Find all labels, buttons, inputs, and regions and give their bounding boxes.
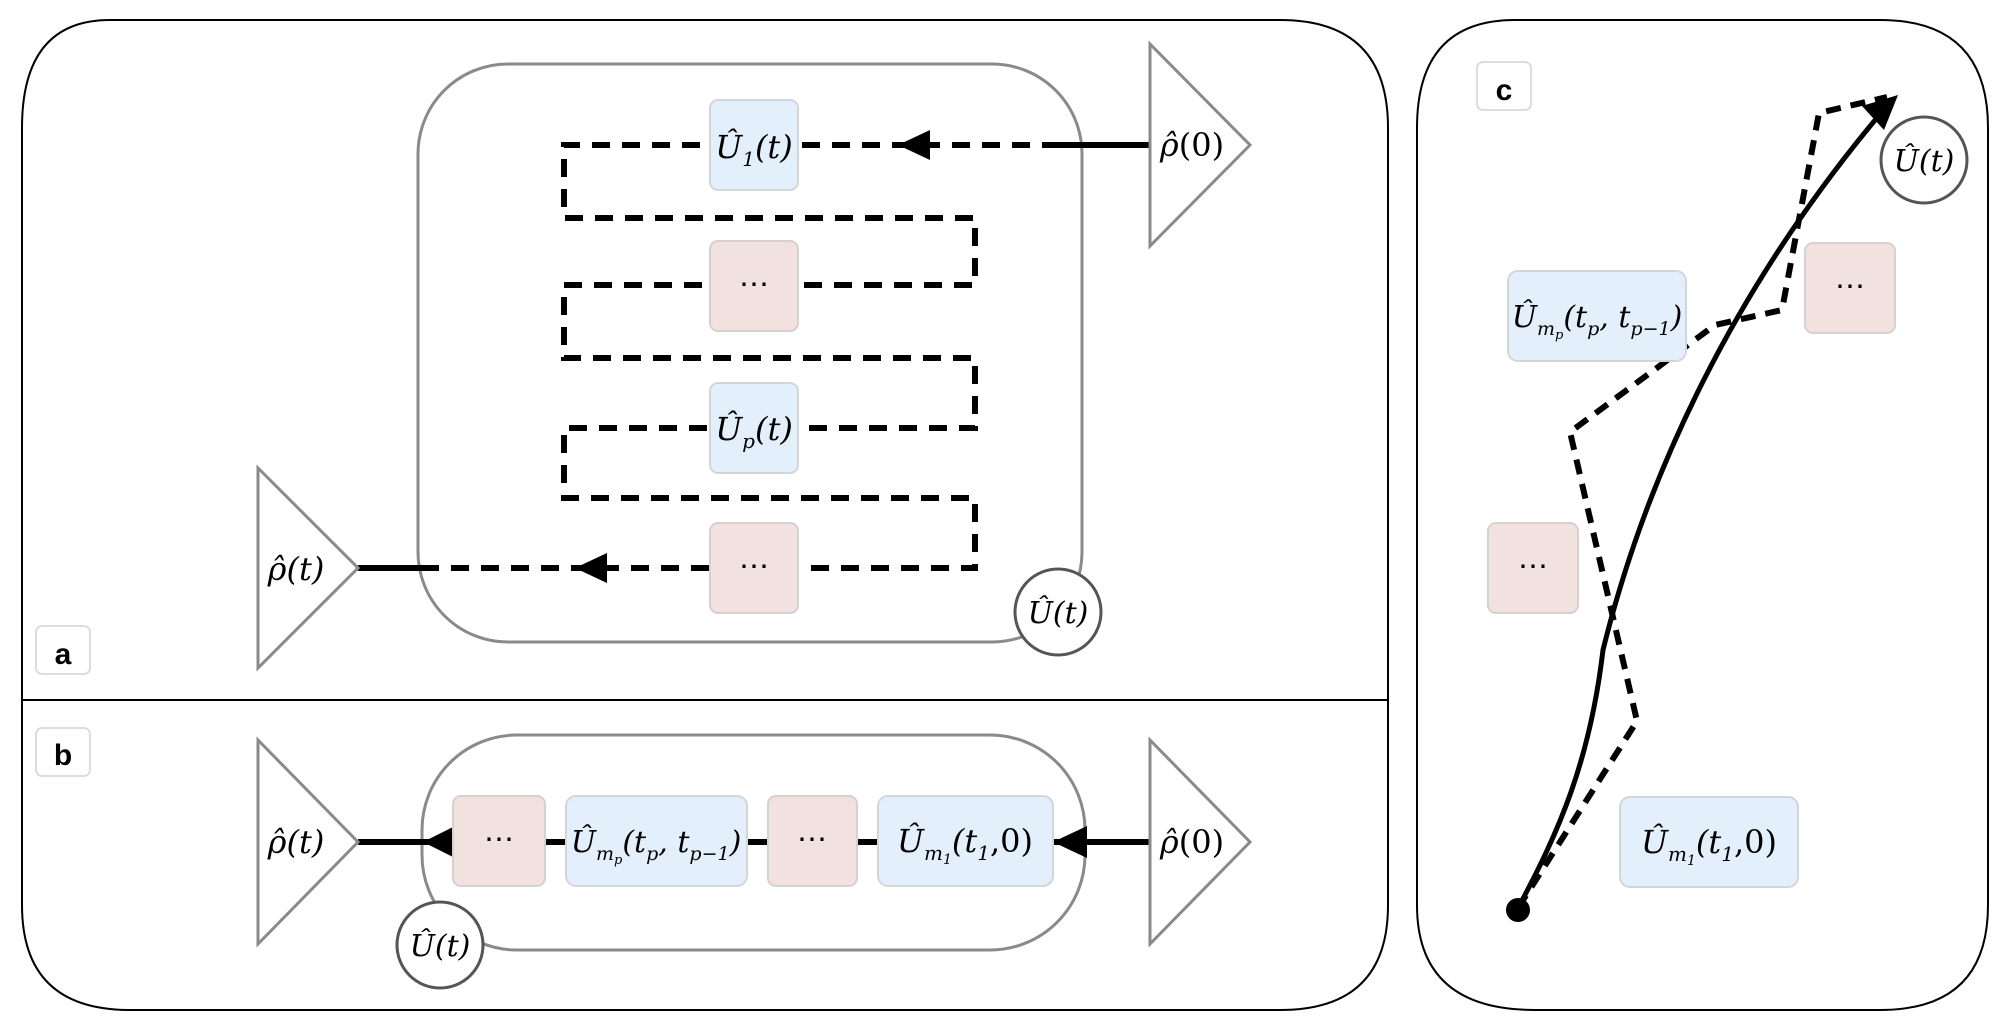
ellipsis-box xyxy=(1487,522,1579,614)
output-state-triangle xyxy=(256,736,361,948)
panel-label-c: c xyxy=(1476,61,1532,111)
panel-c-frame xyxy=(1416,19,1989,1011)
label-Ump: Ûmp(tp, tp−1) xyxy=(571,824,742,868)
ellipsis: ⋯ xyxy=(484,822,514,857)
ellipsis: ⋯ xyxy=(739,267,769,302)
start-point xyxy=(1506,898,1530,922)
ellipsis-box xyxy=(709,522,799,614)
label-Um1: Ûm1(t1,0) xyxy=(897,822,1033,868)
unitary-circle-c xyxy=(1879,115,1969,205)
svg-text:a: a xyxy=(55,638,72,671)
unitary-box-Ump xyxy=(565,795,748,887)
ellipsis-box xyxy=(767,795,858,887)
label-rhot: ρ̂(t) xyxy=(267,823,325,861)
exact-trajectory xyxy=(1515,98,1894,910)
label-Up: Ûp(t) xyxy=(715,410,793,453)
panel-label-a: a xyxy=(35,625,91,675)
ellipsis-box xyxy=(709,240,799,332)
label-Ut: Û(t) xyxy=(1894,143,1955,179)
svg-text:b: b xyxy=(54,739,72,772)
svg-text:c: c xyxy=(1496,74,1513,107)
label-Ump: Ûmp(tp, tp−1) xyxy=(1512,299,1683,343)
serpentine-path xyxy=(430,142,1150,571)
label-rhot: ρ̂(t) xyxy=(267,550,325,588)
label-U1: Û1(t) xyxy=(715,128,793,171)
unitary-box-Um1 xyxy=(1619,796,1799,888)
unitary-container-a xyxy=(416,62,1084,644)
panel-ab-frame xyxy=(21,19,1389,1011)
unitary-box-Um1 xyxy=(877,795,1054,887)
output-state-triangle xyxy=(256,464,361,672)
label-rho0: ρ̂(0) xyxy=(1159,823,1224,861)
unitary-box-U1 xyxy=(709,99,799,191)
unitary-circle-a xyxy=(1013,567,1103,657)
label-Ut: Û(t) xyxy=(1028,595,1089,631)
arrow-left-icon xyxy=(898,130,930,160)
ellipsis-box xyxy=(452,795,546,887)
ellipsis-box xyxy=(1804,242,1896,334)
label-Ut: Û(t) xyxy=(410,928,471,964)
ellipsis: ⋯ xyxy=(1835,269,1865,304)
unitary-box-Ump xyxy=(1507,270,1687,362)
arrow-left-icon xyxy=(575,553,607,583)
unitary-box-Up xyxy=(709,382,799,474)
input-state-triangle xyxy=(1148,40,1253,250)
label-rho0: ρ̂(0) xyxy=(1159,126,1224,164)
ellipsis: ⋯ xyxy=(739,549,769,584)
arrow-head-icon xyxy=(1862,95,1898,130)
unitary-circle-b xyxy=(395,900,485,990)
label-Um1: Ûm1(t1,0) xyxy=(1641,823,1777,869)
panel-label-b: b xyxy=(35,727,91,777)
arrow-left-icon xyxy=(1053,826,1087,858)
ellipsis: ⋯ xyxy=(1518,549,1548,584)
ellipsis: ⋯ xyxy=(797,822,827,857)
arrow-left-icon xyxy=(423,826,455,858)
input-state-triangle xyxy=(1148,736,1253,948)
